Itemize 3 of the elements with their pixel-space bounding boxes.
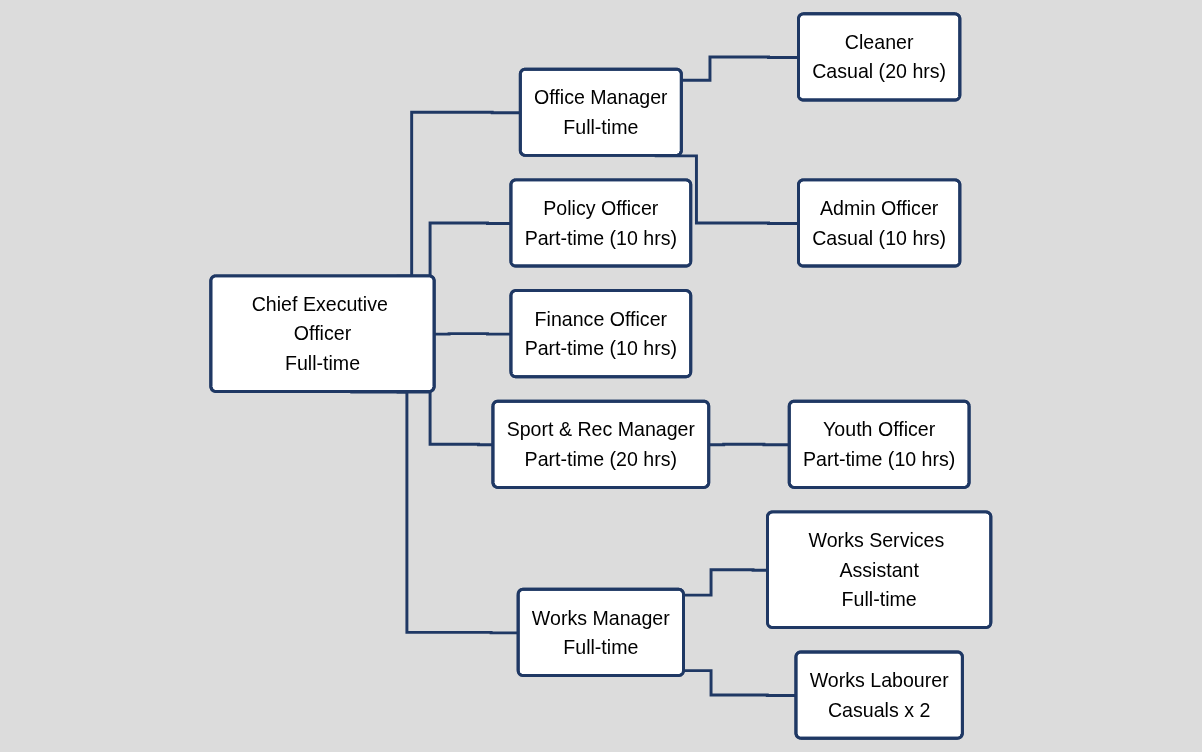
connector xyxy=(709,442,790,447)
connector xyxy=(434,332,512,336)
connector xyxy=(684,669,797,697)
